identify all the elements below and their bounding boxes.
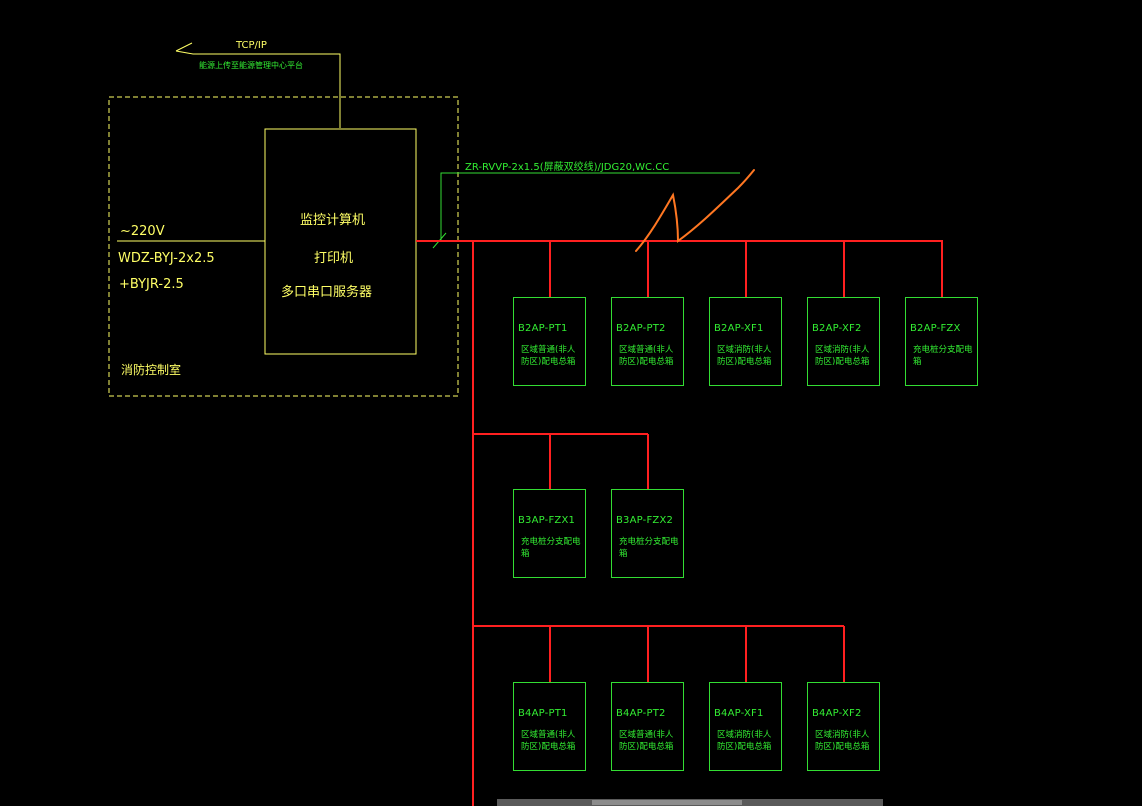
power-voltage: ~220V — [120, 224, 165, 239]
scrollbar-thumb[interactable] — [592, 800, 742, 805]
box-code: B3AP-FZX1 — [518, 515, 576, 526]
box-code: B4AP-XF2 — [812, 708, 862, 719]
box-code: B2AP-PT2 — [616, 323, 666, 334]
distribution-box: B4AP-PT2 区域普通(非人防区)配电总箱 — [611, 682, 684, 771]
box-code: B2AP-PT1 — [518, 323, 568, 334]
box-code: B4AP-PT2 — [616, 708, 666, 719]
box-description: 区域消防(非人防区)配电总箱 — [717, 730, 772, 752]
box-code: B3AP-FZX2 — [616, 515, 674, 526]
box-description: 区域普通(非人防区)配电总箱 — [619, 345, 674, 367]
distribution-box: B3AP-FZX1 充电桩分支配电箱 — [513, 489, 586, 578]
control-room-boundary — [108, 96, 459, 397]
distribution-box: B4AP-XF2 区域消防(非人防区)配电总箱 — [807, 682, 880, 771]
box-description: 区域消防(非人防区)配电总箱 — [815, 345, 870, 367]
box-code: B2AP-XF2 — [812, 323, 862, 334]
box-code: B2AP-XF1 — [714, 323, 764, 334]
distribution-box: B2AP-XF2 区域消防(非人防区)配电总箱 — [807, 297, 880, 386]
uplink-arrow-tick — [175, 42, 193, 52]
box-code: B4AP-PT1 — [518, 708, 568, 719]
box-description: 充电桩分支配电箱 — [619, 537, 679, 559]
box-code: B2AP-FZX — [910, 323, 961, 334]
box-code: B4AP-XF1 — [714, 708, 764, 719]
uplink-description: 能源上传至能源管理中心平台 — [199, 60, 303, 70]
horizontal-scrollbar[interactable] — [497, 799, 883, 806]
uplink-protocol: TCP/IP — [235, 40, 267, 51]
equipment-computer: 监控计算机 — [300, 213, 365, 228]
distribution-box: B3AP-FZX2 充电桩分支配电箱 — [611, 489, 684, 578]
box-description: 充电桩分支配电箱 — [913, 345, 973, 367]
equipment-serial-server: 多口串口服务器 — [281, 284, 372, 300]
bus-cable-leader — [440, 172, 740, 242]
power-cable: WDZ-BYJ-2x2.5 — [118, 251, 215, 266]
box-description: 充电桩分支配电箱 — [521, 537, 581, 559]
distribution-box: B2AP-PT1 区域普通(非人防区)配电总箱 — [513, 297, 586, 386]
control-room-label: 消防控制室 — [121, 363, 182, 377]
uplink-line — [175, 50, 341, 128]
box-description: 区域普通(非人防区)配电总箱 — [521, 730, 576, 752]
annotation-scribble — [635, 169, 755, 252]
box-description: 区域消防(非人防区)配电总箱 — [717, 345, 772, 367]
distribution-box: B2AP-PT2 区域普通(非人防区)配电总箱 — [611, 297, 684, 386]
power-ground: +BYJR-2.5 — [119, 277, 184, 292]
distribution-box: B4AP-XF1 区域消防(非人防区)配电总箱 — [709, 682, 782, 771]
box-description: 区域普通(非人防区)配电总箱 — [619, 730, 674, 752]
monitoring-station-box — [264, 128, 417, 355]
distribution-box: B2AP-XF1 区域消防(非人防区)配电总箱 — [709, 297, 782, 386]
box-description: 区域消防(非人防区)配电总箱 — [815, 730, 870, 752]
bus-cable-spec: ZR-RVVP-2x1.5(屏蔽双绞线)/JDG20,WC.CC — [465, 160, 669, 173]
distribution-box: B4AP-PT1 区域普通(非人防区)配电总箱 — [513, 682, 586, 771]
box-description: 区域普通(非人防区)配电总箱 — [521, 345, 576, 367]
branch-lines — [473, 241, 943, 682]
distribution-box: B2AP-FZX 充电桩分支配电箱 — [905, 297, 978, 386]
equipment-printer: 打印机 — [314, 251, 353, 266]
